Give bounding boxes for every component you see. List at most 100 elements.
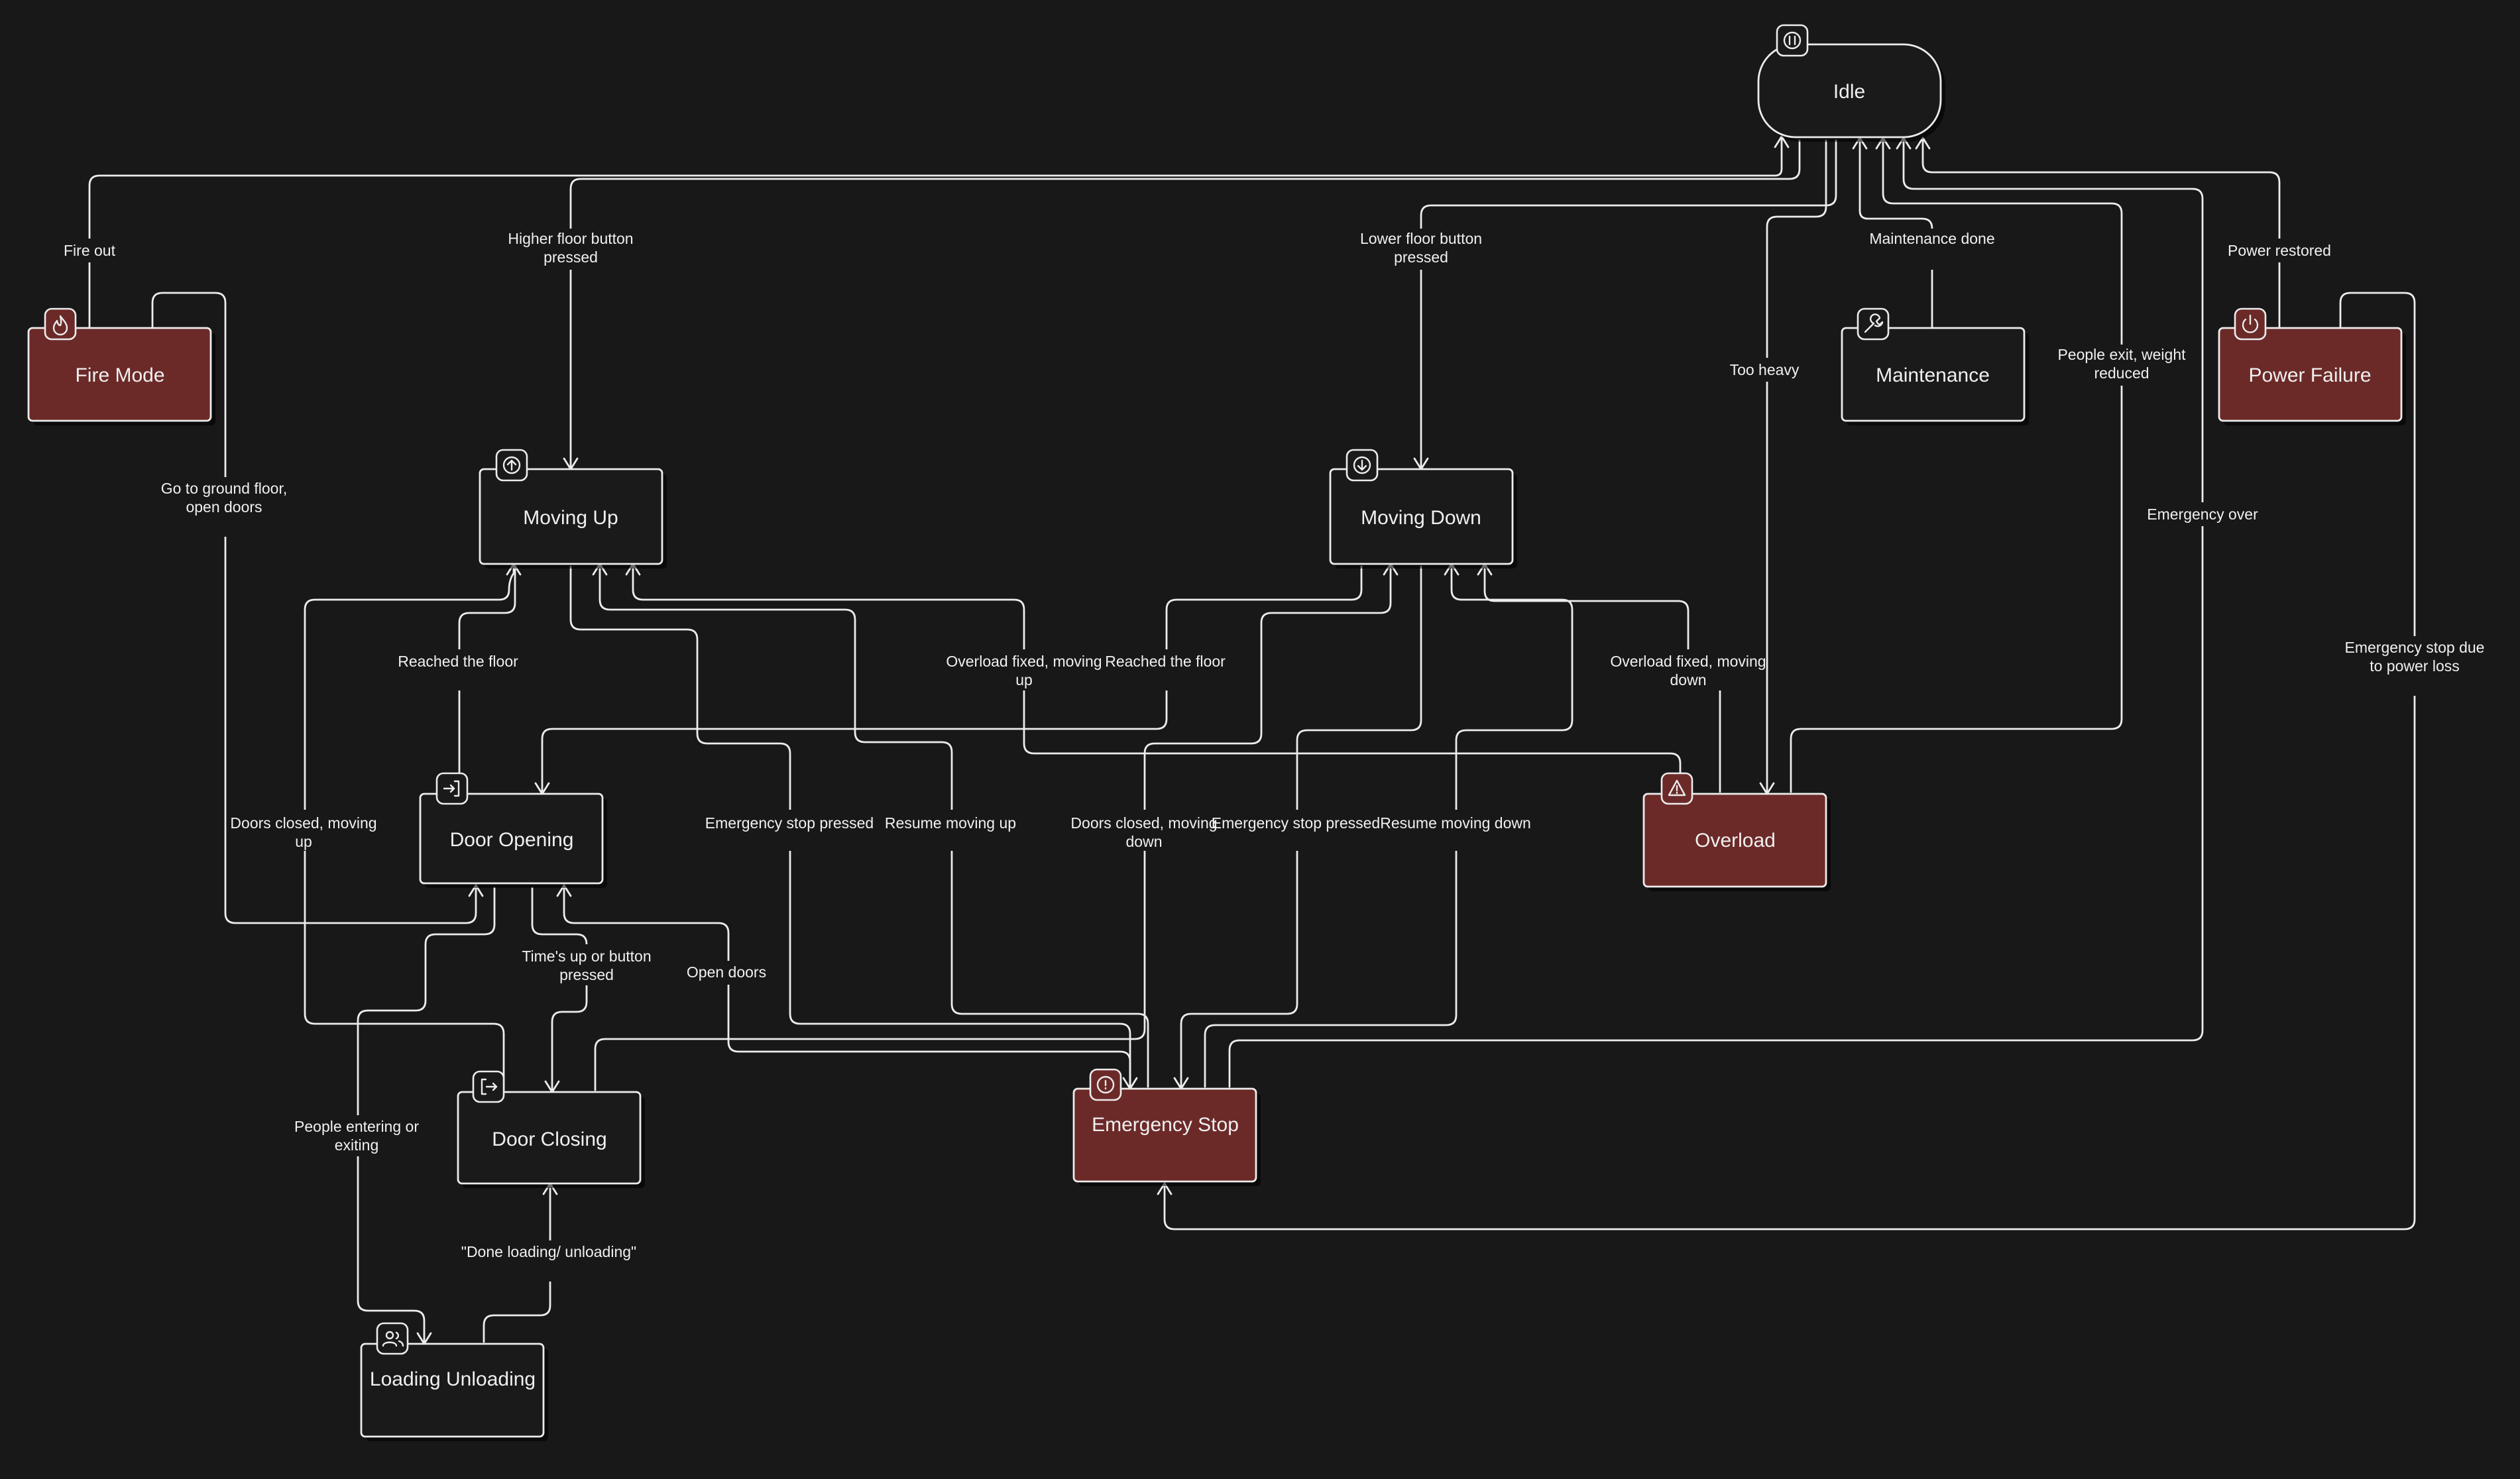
edge-resume-up (599, 565, 1149, 1088)
node-box (1757, 43, 1942, 138)
node-label: Door Opening (450, 829, 574, 851)
label-line: Emergency Stop (1092, 1114, 1239, 1136)
label-line: down (1670, 671, 1707, 688)
label-line: "Done loading/ unloading" (461, 1243, 636, 1260)
icon-shape (52, 315, 68, 336)
state-door-closing[interactable]: Door Closing (457, 1070, 645, 1188)
label-bg (1352, 229, 1491, 270)
node-box (360, 1342, 545, 1438)
icon-shape (1357, 459, 1367, 471)
edge-estop-from-up (569, 565, 1131, 1088)
edge-label-go-to-ground: Go to ground floor,open doors (161, 480, 288, 516)
label-bg (504, 229, 636, 270)
state-maintenance[interactable]: Maintenance (1841, 307, 2029, 425)
edge-label-too-heavy: Too heavy (1730, 361, 1800, 378)
label-bg (1110, 649, 1220, 690)
label-line: open doors (186, 498, 262, 516)
flame-icon (44, 307, 77, 341)
label-bg (404, 649, 514, 690)
edge-go-to-ground (151, 292, 477, 924)
state-idle[interactable]: Idle (1757, 24, 1945, 142)
edge-maintenance-done (1859, 139, 1933, 329)
edge-label-emergency-over: Emergency over (2147, 506, 2258, 523)
node-box (457, 1091, 642, 1185)
icon-badge (376, 1322, 409, 1355)
state-door-opening[interactable]: Door Opening (419, 772, 607, 888)
users-icon (376, 1322, 409, 1355)
label-line: pressed (1394, 248, 1448, 266)
node-label: Fire Mode (75, 364, 164, 386)
label-bg (2215, 239, 2344, 262)
exit-icon (472, 1070, 505, 1103)
node-label: Idle (1833, 81, 1865, 103)
edge-label-done-loading: "Done loading/ unloading" (461, 1243, 636, 1260)
node-label: Overload (1695, 830, 1776, 851)
node-label: Power Failure (2248, 364, 2371, 386)
state-overload[interactable]: Overload (1642, 772, 1831, 891)
edge-label-resume-up: Resume moving up (885, 814, 1016, 832)
wrench-icon (1857, 307, 1890, 341)
label-line: Reached the floor (398, 653, 518, 670)
label-line: Lower floor button (1360, 230, 1482, 247)
edge-done-loading (483, 1185, 551, 1343)
label-bg (961, 649, 1087, 690)
label-bg (885, 810, 1017, 851)
node-label: Emergency Stop (1092, 1114, 1239, 1136)
edge-times-up (531, 887, 588, 1091)
node-label: Loading Unloading (370, 1368, 536, 1390)
icon-shape (2242, 318, 2259, 333)
nodes-layer: Idle Fire Mode Moving Up (27, 24, 2406, 1441)
label-bg (484, 1240, 616, 1282)
edge-label-reached-floor-up: Reached the floor (398, 653, 518, 670)
state-power-failure[interactable]: Power Failure (2218, 307, 2406, 425)
label-bg (1389, 810, 1521, 851)
icon-shape (481, 1078, 487, 1095)
icon-shape (485, 1082, 498, 1091)
icon-shape (502, 456, 521, 474)
label-line: Overload fixed, moving (946, 653, 1102, 670)
label-bg (527, 944, 646, 985)
label-line: Doors closed, moving (1070, 814, 1217, 832)
icon-shape (382, 1341, 398, 1347)
node-box (2218, 327, 2403, 422)
edge-label-estop-from-down: Emergency stop pressed (1212, 814, 1380, 832)
edge-lower-floor (1420, 139, 1837, 468)
node-box (1072, 1087, 1257, 1183)
label-line: Loading Unloading (370, 1368, 536, 1390)
edge-label-power-restored: Power restored (2228, 242, 2331, 259)
label-line: Higher floor button (508, 230, 633, 247)
label-line: pressed (544, 248, 598, 266)
state-moving-up[interactable]: Moving Up (479, 449, 667, 569)
icon-shape (1668, 779, 1686, 796)
node-box (1329, 468, 1514, 565)
edge-people-entering (357, 887, 496, 1343)
label-line: Resume moving down (1380, 814, 1531, 832)
label-line: Reached the floor (1105, 653, 1226, 670)
edge-label-fire-out: Fire out (64, 242, 116, 259)
icon-shape (443, 784, 455, 793)
label-line: Time's up or button (522, 948, 651, 965)
icon-shape (506, 459, 517, 471)
edge-fire-out (88, 138, 1783, 329)
arrow-up-icon (495, 449, 528, 482)
edge-label-maintenance-done: Maintenance done (1869, 230, 1994, 247)
state-moving-down[interactable]: Moving Down (1329, 449, 1517, 569)
label-bg (2343, 636, 2486, 696)
edges-layer (88, 135, 2416, 1345)
icon-shape (1783, 31, 1802, 50)
edge-reached-floor-up (458, 565, 516, 793)
state-emergency-stop[interactable]: Emergency Stop (1072, 1068, 1261, 1186)
edge-higher-floor (569, 139, 1801, 468)
state-loading-unloading[interactable]: Loading Unloading (360, 1322, 548, 1441)
edge-doors-closed-down (594, 565, 1392, 1091)
edge-too-heavy (1766, 139, 1827, 793)
state-fire-mode[interactable]: Fire Mode (27, 307, 215, 425)
